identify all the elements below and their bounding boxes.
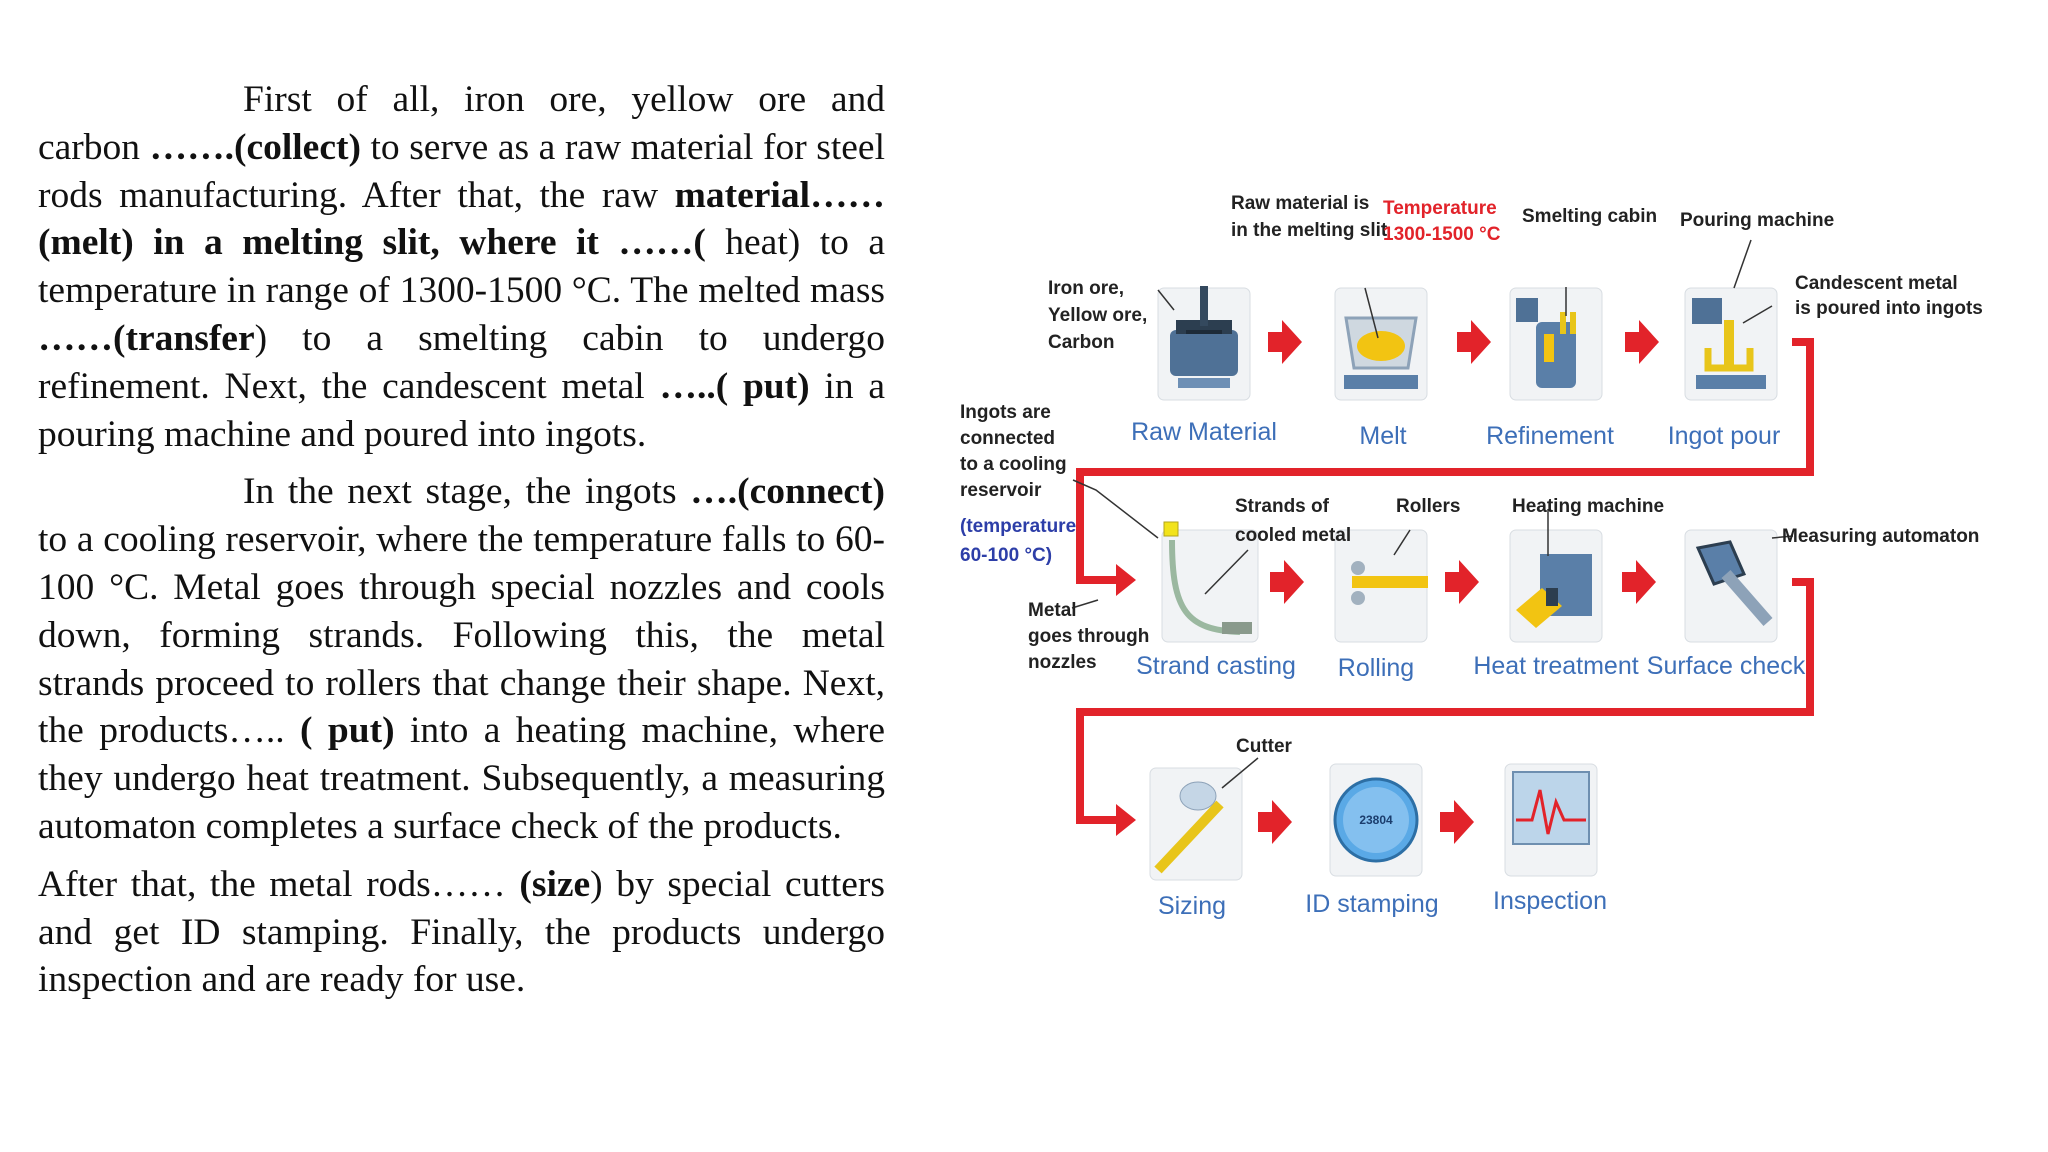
- paragraph-3: After that, the metal rods…… (size) by s…: [38, 861, 885, 1004]
- flow-arrow: [1622, 560, 1656, 604]
- stage-label-refinement: Refinement: [1486, 422, 1614, 450]
- stage-label-inspection: Inspection: [1493, 887, 1607, 915]
- blank-transfer: ……(transfer: [38, 317, 255, 359]
- annotation: Cutter: [1236, 736, 1293, 757]
- stage-label-surface-check: Surface check: [1647, 652, 1806, 680]
- annotation: Yellow ore,: [1048, 305, 1147, 326]
- text-run: into a heating machine, where they under…: [38, 710, 885, 847]
- stage-label-sizing: Sizing: [1158, 892, 1226, 920]
- inspection-monitor-icon: [1504, 763, 1598, 877]
- annotation-temperature-range: 1300-1500 °C: [1383, 224, 1501, 245]
- annotation: Ingots are: [960, 402, 1051, 423]
- annotation: Measuring automaton: [1782, 526, 1979, 547]
- stage-label-id-stamping: ID stamping: [1305, 890, 1438, 918]
- flow-arrow: [1445, 560, 1479, 604]
- text-run: After that, the metal rods……: [38, 863, 520, 905]
- paragraph-1: First of all, iron ore, yellow ore and c…: [38, 76, 885, 458]
- annotation: Pouring machine: [1680, 210, 1834, 231]
- rollers-icon: [1334, 529, 1428, 643]
- annotation: Smelting cabin: [1522, 206, 1657, 227]
- blank-collect: …….(collect): [149, 126, 361, 168]
- measuring-automaton-icon: [1684, 529, 1778, 643]
- text-run: ) by special cutters and get ID stamping…: [38, 863, 886, 1001]
- annotation: goes through: [1028, 626, 1149, 647]
- flow-arrow: [1625, 320, 1659, 364]
- paragraph-2: In the next stage, the ingots ….(connect…: [38, 468, 885, 850]
- text-run: to a cooling reservoir, where the temper…: [38, 519, 885, 752]
- annotation: Rollers: [1396, 496, 1460, 517]
- annotation: Strands of: [1235, 496, 1330, 517]
- text-run: ) to a smelting cabin to undergo refinem…: [38, 317, 885, 407]
- annotation: is poured into ingots: [1795, 298, 1983, 319]
- annotation: connected: [960, 428, 1055, 449]
- flow-arrow: [1457, 320, 1491, 364]
- steel-rod-process-diagram: Raw material is in the melting slit Temp…: [960, 193, 1983, 920]
- exercise-text: First of all, iron ore, yellow ore and c…: [38, 76, 885, 1014]
- flow-arrowhead: [1116, 804, 1136, 836]
- stage-label-heat-treatment: Heat treatment: [1473, 652, 1638, 680]
- text-run: in a pouring machine and poured into ing…: [38, 365, 885, 455]
- blank-melt-heat: material…… (melt) in a melting slit, whe…: [38, 174, 885, 264]
- flow-arrow: [1268, 320, 1302, 364]
- smelting-cabin-icon: [1509, 287, 1603, 401]
- melting-crucible-icon: [1334, 287, 1428, 401]
- flow-arrowhead: [1116, 564, 1136, 596]
- annotation: Candescent metal: [1795, 273, 1958, 294]
- text-run: to serve as a raw material for steel rod…: [38, 126, 885, 216]
- annotation: Iron ore,: [1048, 278, 1124, 299]
- pointer-lines: [1071, 239, 1794, 789]
- id-stamp-icon: [1329, 763, 1423, 877]
- stage-label-melt: Melt: [1359, 422, 1406, 450]
- ore-bucket-icon: [1157, 286, 1251, 401]
- annotation: reservoir: [960, 480, 1042, 501]
- annotation: cooled metal: [1235, 525, 1351, 546]
- text-run: heat) to a temperature in range of 1300-…: [38, 222, 885, 312]
- annotation: to a cooling: [960, 454, 1067, 475]
- blank-size: (size: [519, 863, 591, 905]
- blank-connect: ….(connect): [690, 471, 885, 513]
- annotation: Metal: [1028, 600, 1077, 621]
- cutter-icon: [1149, 767, 1243, 881]
- flow-arrow: [1440, 800, 1474, 844]
- flow-line-row1-to-row2: [1076, 338, 1814, 584]
- annotation: Raw material is: [1231, 193, 1369, 214]
- stage-label-strand-casting: Strand casting: [1136, 652, 1296, 680]
- annotation: Carbon: [1048, 332, 1115, 353]
- text-run: In the next stage, the ingots: [243, 471, 691, 513]
- annotation: nozzles: [1028, 652, 1097, 673]
- stage-label-rolling: Rolling: [1338, 654, 1414, 682]
- flow-arrow: [1270, 560, 1304, 604]
- annotation: Heating machine: [1512, 496, 1664, 517]
- annotation-temperature: Temperature: [1383, 198, 1497, 219]
- pouring-machine-icon: [1684, 287, 1778, 401]
- blank-put: …..( put): [659, 365, 810, 407]
- heating-machine-icon: [1509, 529, 1603, 643]
- stage-label-ingot-pour: Ingot pour: [1668, 422, 1781, 450]
- flow-line-row2-to-row3: [1076, 578, 1814, 824]
- blank-put-2: ( put): [300, 710, 395, 752]
- annotation: (temperature: [960, 516, 1076, 537]
- stamp-number: 23804: [1359, 813, 1393, 827]
- text-run: First of all, iron ore, yellow ore and c…: [38, 79, 885, 168]
- annotation: in the melting slit: [1231, 220, 1388, 241]
- strand-casting-icon: [1161, 521, 1259, 643]
- annotation: 60-100 °C): [960, 545, 1052, 566]
- stage-label-raw-material: Raw Material: [1131, 418, 1277, 446]
- flow-arrow: [1258, 800, 1292, 844]
